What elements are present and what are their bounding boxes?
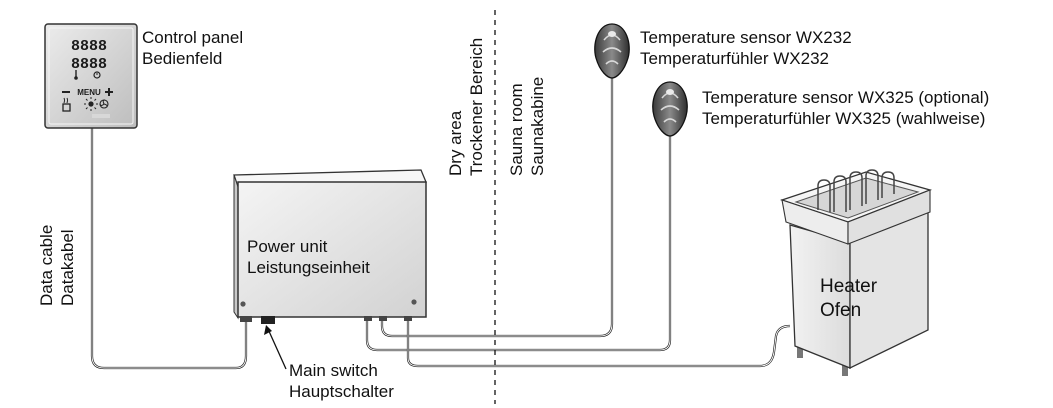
dry-area-label-en: Dry area xyxy=(446,110,465,176)
main-switch-label: Main switch Hauptschalter xyxy=(289,360,394,402)
sensor-wx325-device xyxy=(652,81,688,137)
control-panel-label-de: Bedienfeld xyxy=(142,49,223,68)
sensor-wx325-label-de: Temperaturfühler WX325 (wahlweise) xyxy=(702,109,986,128)
sensor-wx325-cable xyxy=(365,134,672,352)
sauna-room-label-en: Sauna room xyxy=(507,83,526,176)
data-cable-label-en: Data cable xyxy=(37,224,56,306)
control-panel-label-en: Control panel xyxy=(142,28,244,47)
data-cable-label: Data cable Datakabel xyxy=(36,225,78,306)
dry-area-label: Dry area Trockener Bereich xyxy=(445,38,487,176)
sauna-room-label: Sauna room Saunakabine xyxy=(506,77,548,176)
plus-button-icon[interactable] xyxy=(105,88,113,96)
power-unit-label-de: Leistungseinheit xyxy=(247,258,370,277)
control-panel-display-top: 8888 xyxy=(71,38,107,55)
sensor-wx232-label-de: Temperaturfühler WX232 xyxy=(640,49,829,68)
light-button-icon[interactable] xyxy=(84,97,98,111)
main-switch-label-de: Hauptschalter xyxy=(289,382,394,401)
control-panel-device: 8888 8888 MENU xyxy=(44,23,138,129)
sauna-room-label-de: Saunakabine xyxy=(528,76,547,176)
data-cable-label-de: Datakabel xyxy=(58,229,77,306)
main-switch[interactable] xyxy=(261,316,275,324)
sensor-wx325-label-en: Temperature sensor WX325 (optional) xyxy=(702,88,990,107)
thermometer-icon xyxy=(74,70,78,80)
sensor-wx325-label: Temperature sensor WX325 (optional) Temp… xyxy=(702,87,989,129)
heater-device xyxy=(779,169,933,376)
sensor-wx232-label-en: Temperature sensor WX232 xyxy=(640,28,852,47)
clock-icon xyxy=(93,71,101,79)
control-panel-indicator xyxy=(92,114,110,118)
menu-button[interactable]: MENU xyxy=(77,88,101,97)
heater-label-de: Ofen xyxy=(820,300,862,321)
power-unit-label-en: Power unit xyxy=(247,237,328,256)
fan-button-icon[interactable] xyxy=(99,99,109,109)
sauna-heater-button-icon[interactable] xyxy=(62,97,71,112)
heater-label-en: Heater xyxy=(820,276,878,297)
screw-right xyxy=(411,299,417,305)
data-cable xyxy=(90,128,248,370)
screw-left xyxy=(240,301,246,307)
heater-cable xyxy=(406,318,791,368)
power-unit-label: Power unit Leistungseinheit xyxy=(247,236,370,278)
control-panel-display-bottom: 8888 xyxy=(71,56,107,73)
main-switch-pointer xyxy=(264,325,287,370)
control-panel-label: Control panel Bedienfeld xyxy=(142,27,243,69)
dry-area-label-de: Trockener Bereich xyxy=(467,37,486,176)
heater-label: Heater Ofen xyxy=(820,275,877,323)
sensor-wx232-cable xyxy=(380,76,614,338)
sensor-wx232-label: Temperature sensor WX232 Temperaturfühle… xyxy=(640,27,852,69)
power-unit-device xyxy=(233,169,427,324)
main-switch-label-en: Main switch xyxy=(289,361,378,380)
sensor-wx232-device xyxy=(594,23,630,79)
